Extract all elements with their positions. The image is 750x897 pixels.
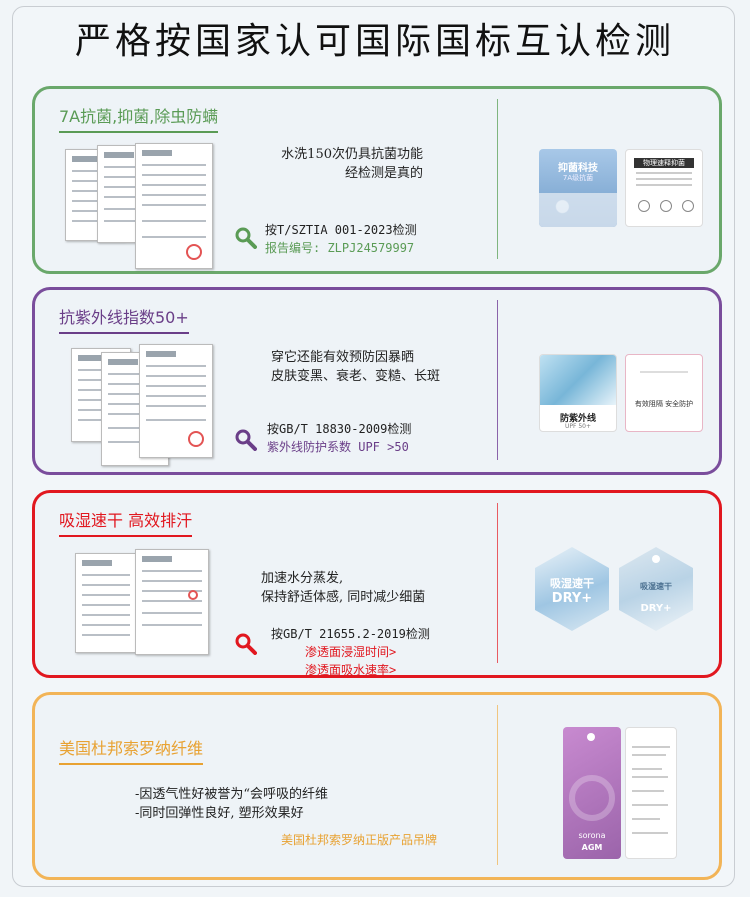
card-title: 抗紫外线指数50+	[59, 304, 189, 334]
magnifier-icon	[235, 633, 257, 655]
hang-tag-dry-back: 吸湿速干 DRY+	[619, 547, 693, 631]
test-report-image	[135, 143, 213, 269]
card-description: 穿它还能有效预防因暴晒皮肤变黑、衰老、变糙、长斑	[271, 350, 441, 384]
upf-value: 紫外线防护系数 UPF >50	[267, 440, 409, 454]
hang-tag-antibacterial-back: 物理速释抑菌	[625, 149, 703, 227]
magnifier-icon	[235, 429, 257, 451]
absorption-rate: 渗透面吸水速率>	[305, 663, 397, 677]
test-standard: 按GB/T 21655.2-2019检测 渗透面浸湿时间> 渗透面吸水速率>	[271, 627, 430, 677]
wetting-time: 渗透面浸湿时间>	[305, 645, 397, 659]
hang-tag-antibacterial: 抑菌科技 7A级抗菌	[539, 149, 617, 227]
sorona-hang-tag-back	[625, 727, 677, 859]
card-divider	[497, 99, 498, 259]
quick-dry-card: 吸湿速干 高效排汗 加速水分蒸发,保持舒适体感, 同时减少细菌 按GB/T 21…	[32, 490, 722, 678]
card-title: 吸湿速干 高效排汗	[59, 507, 193, 537]
tag-caption: 美国杜邦索罗纳正版产品吊牌	[281, 833, 438, 847]
page-title: 严格按国家认可国际国标互认检测	[74, 21, 675, 62]
antibacterial-card: 7A抗菌,抑菌,除虫防螨 水洗150次仍具抗菌功能经检测是真的 按T/SZTIA…	[32, 86, 722, 274]
test-standard: 按T/SZTIA 001-2023检测 报告编号: ZLPJ24579997	[265, 223, 417, 255]
hang-tag-uv-back: 有效阻隔 安全防护	[625, 354, 703, 432]
test-report-image	[75, 553, 137, 653]
uv-protection-card: 抗紫外线指数50+ 穿它还能有效预防因暴晒皮肤变黑、衰老、变糙、长斑 按GB/T…	[32, 287, 722, 475]
test-report-image	[135, 549, 209, 655]
sorona-fiber-card: 美国杜邦索罗纳纤维 -因透气性好被誉为“会呼吸的纤维-同时回弹性良好, 塑形效果…	[32, 692, 722, 880]
card-divider	[497, 705, 498, 865]
test-report-image	[139, 344, 213, 458]
test-standard: 按GB/T 18830-2009检测 紫外线防护系数 UPF >50	[267, 422, 412, 454]
card-title: 美国杜邦索罗纳纤维	[59, 735, 204, 765]
card-description: 加速水分蒸发,保持舒适体感, 同时减少细菌	[261, 571, 426, 605]
card-divider	[497, 503, 498, 663]
sorona-hang-tag: sorona AGM	[563, 727, 621, 859]
card-divider	[497, 300, 498, 460]
hang-tag-uv: 防紫外线 UPF 50+	[539, 354, 617, 432]
card-description: -因透气性好被誉为“会呼吸的纤维-同时回弹性良好, 塑形效果好	[135, 787, 329, 821]
card-description: 水洗150次仍具抗菌功能经检测是真的	[281, 147, 423, 181]
hang-tag-dry: 吸湿速干 DRY+	[535, 547, 609, 631]
report-number: 报告编号: ZLPJ24579997	[265, 241, 415, 255]
magnifier-icon	[235, 227, 257, 249]
card-title: 7A抗菌,抑菌,除虫防螨	[59, 103, 219, 133]
